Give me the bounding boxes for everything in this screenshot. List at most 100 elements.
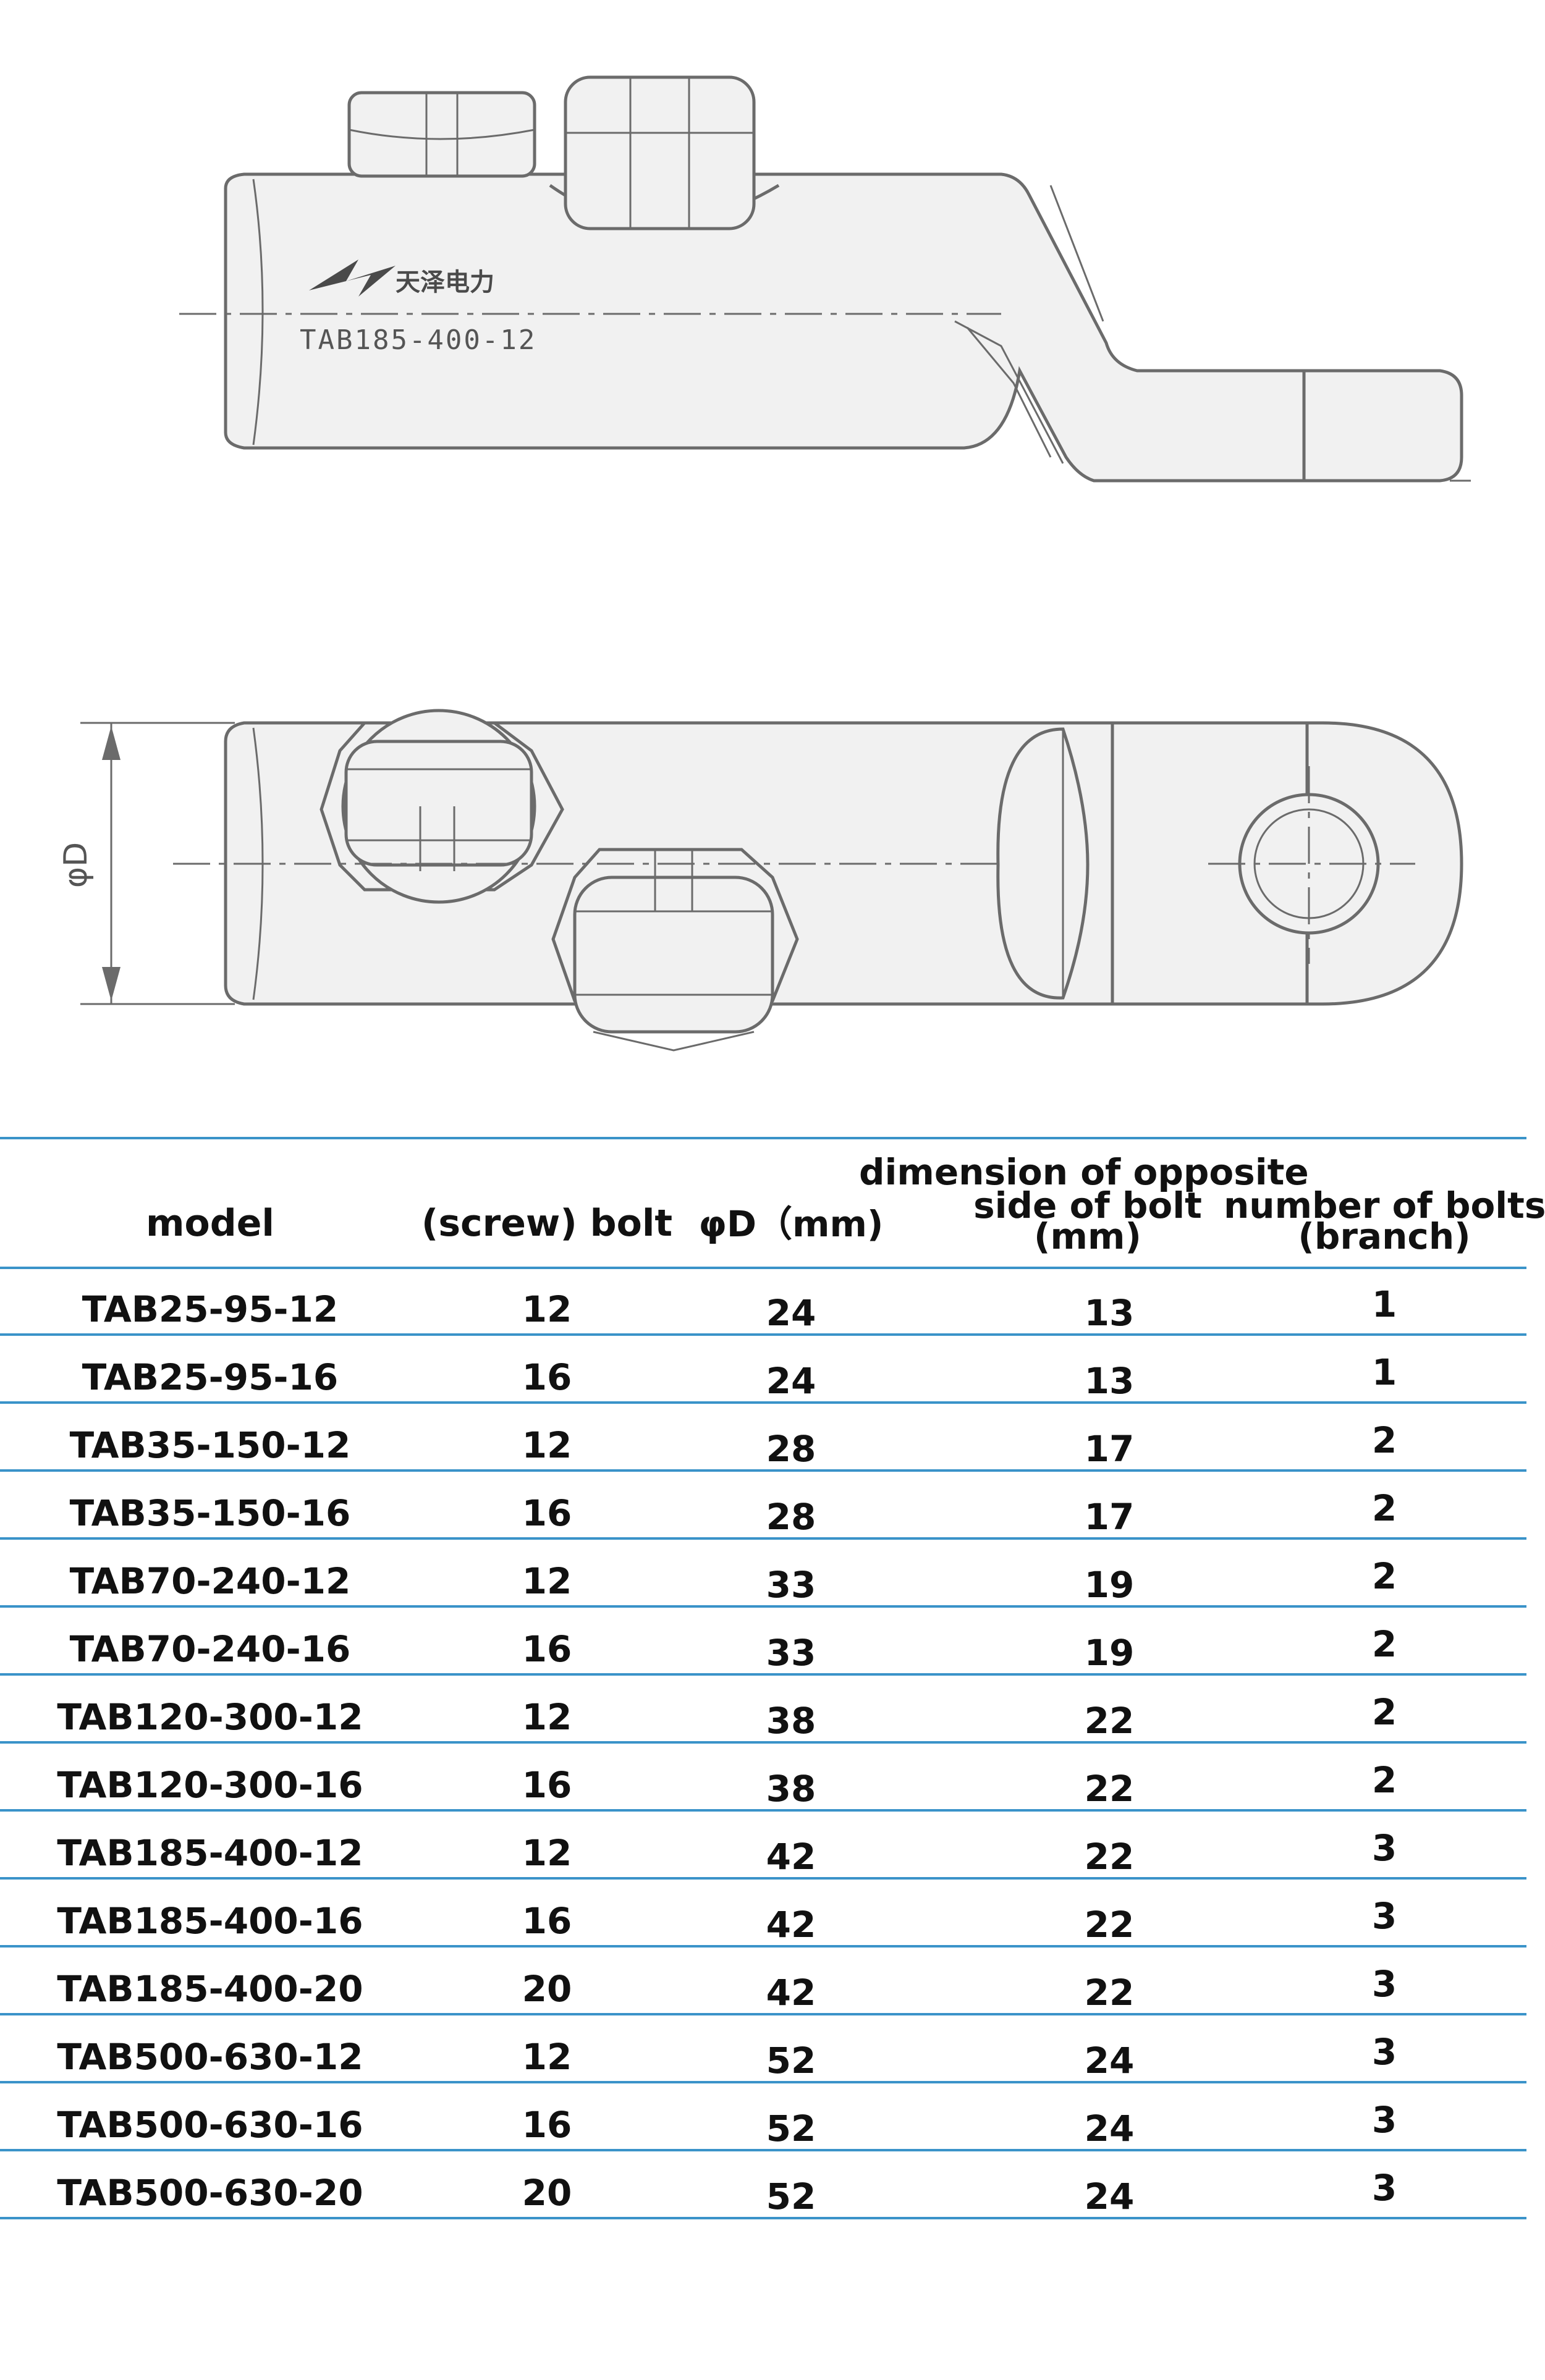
diameter-cell: 33 — [766, 1632, 816, 1674]
model-cell: TAB500-630-12 — [57, 2036, 363, 2078]
opposite-side-cell: 19 — [1084, 1564, 1135, 1606]
header-bolt: (screw) bolt — [421, 1202, 673, 1245]
header-diameter: φD（mm) — [698, 1203, 884, 1245]
lug-technical-drawing: .ln { stroke: #6b6b6b; stroke-width: 5; … — [57, 75, 1471, 1052]
opposite-side-cell: 24 — [1084, 2040, 1135, 2082]
row-rule — [0, 2013, 1526, 2015]
side-view-marking: TAB185-400-12 — [300, 324, 536, 356]
row-rule — [0, 1537, 1526, 1540]
model-cell: TAB25-95-16 — [82, 1356, 339, 1398]
table-row: TAB35-150-16 16 28 17 2 — [0, 1472, 1545, 1540]
opposite-side-cell: 24 — [1084, 2175, 1135, 2218]
table-row: TAB25-95-16 16 24 13 1 — [0, 1336, 1545, 1404]
bolt-cell: 12 — [522, 1288, 572, 1330]
table-row: TAB25-95-12 12 24 13 1 — [0, 1268, 1545, 1336]
row-rule — [0, 2149, 1526, 2151]
model-cell: TAB120-300-16 — [57, 1764, 363, 1806]
row-rule — [0, 1945, 1526, 1947]
bolt-count-cell: 3 — [1371, 1895, 1397, 1937]
table-top-rule — [0, 1137, 1526, 1139]
bolt-cell: 12 — [522, 1424, 572, 1466]
header-model: model — [146, 1202, 274, 1245]
model-cell: TAB185-400-16 — [57, 1900, 363, 1942]
model-cell: TAB120-300-12 — [57, 1696, 363, 1738]
top-bolt-head-2 — [551, 848, 799, 1052]
bolt-count-cell: 1 — [1371, 1283, 1397, 1325]
model-cell: TAB70-240-16 — [69, 1628, 351, 1670]
side-bolt-head-1 — [347, 91, 536, 178]
bolt-count-cell: 2 — [1371, 1487, 1397, 1529]
model-cell: TAB35-150-12 — [69, 1424, 351, 1466]
table-row: TAB70-240-16 16 33 19 2 — [0, 1608, 1545, 1676]
model-cell: TAB70-240-12 — [69, 1560, 351, 1602]
bolt-count-cell: 3 — [1371, 2167, 1397, 2209]
header-count-line2: (branch) — [1298, 1215, 1471, 1257]
model-cell: TAB25-95-12 — [82, 1288, 339, 1330]
bolt-count-cell: 2 — [1371, 1623, 1397, 1665]
bolt-count-cell: 3 — [1371, 1827, 1397, 1869]
row-rule — [0, 2081, 1526, 2083]
model-cell: TAB500-630-20 — [57, 2172, 363, 2214]
bolt-cell: 16 — [522, 1492, 572, 1534]
bolt-cell: 16 — [522, 1356, 572, 1398]
header-opposite-line3: (mm) — [1034, 1215, 1141, 1257]
diameter-cell: 42 — [766, 1972, 816, 2014]
diameter-cell: 52 — [766, 2040, 816, 2082]
side-bolt-head-2 — [564, 75, 756, 230]
opposite-side-cell: 22 — [1084, 1836, 1135, 1878]
row-rule — [0, 2217, 1526, 2219]
row-rule — [0, 1673, 1526, 1676]
opposite-side-cell: 17 — [1084, 1428, 1135, 1470]
header-opposite-line2: side of bolt — [973, 1184, 1202, 1226]
opposite-side-cell: 19 — [1084, 1632, 1135, 1674]
opposite-side-cell: 13 — [1084, 1360, 1135, 1402]
top-bolt-head-1 — [320, 709, 564, 904]
opposite-side-cell: 24 — [1084, 2108, 1135, 2150]
diameter-dimension-label: φD — [57, 842, 95, 888]
top-view: φD — [57, 709, 1463, 1052]
diameter-cell: 28 — [766, 1428, 816, 1470]
row-rule — [0, 1809, 1526, 1812]
diameter-cell: 24 — [766, 1292, 816, 1334]
model-cell: TAB35-150-16 — [69, 1492, 351, 1534]
bolt-cell: 12 — [522, 1696, 572, 1738]
bolt-count-cell: 2 — [1371, 1555, 1397, 1597]
diameter-cell: 28 — [766, 1496, 816, 1538]
bolt-count-cell: 3 — [1371, 2099, 1397, 2141]
bolt-cell: 16 — [522, 1900, 572, 1942]
row-rule — [0, 1877, 1526, 1880]
model-cell: TAB500-630-16 — [57, 2104, 363, 2146]
brand-mark: 天泽电力 — [396, 268, 494, 297]
row-rule — [0, 1741, 1526, 1744]
opposite-side-cell: 22 — [1084, 1904, 1135, 1946]
header-count-line1: number of bolts — [1224, 1184, 1545, 1226]
bolt-cell: 16 — [522, 1628, 572, 1670]
diameter-cell: 33 — [766, 1564, 816, 1606]
row-rule — [0, 1333, 1526, 1336]
header-rule — [0, 1267, 1526, 1269]
diameter-cell: 42 — [766, 1836, 816, 1878]
opposite-side-cell: 17 — [1084, 1496, 1135, 1538]
bolt-count-cell: 3 — [1371, 2031, 1397, 2073]
opposite-side-cell: 22 — [1084, 1972, 1135, 2014]
model-cell: TAB185-400-20 — [57, 1968, 363, 2010]
bolt-count-cell: 1 — [1371, 1351, 1397, 1393]
bolt-count-cell: 2 — [1371, 1691, 1397, 1733]
row-rule — [0, 1469, 1526, 1472]
diameter-cell: 24 — [766, 1360, 816, 1402]
diameter-cell: 38 — [766, 1768, 816, 1810]
row-rule — [0, 1401, 1526, 1404]
opposite-side-cell: 13 — [1084, 1292, 1135, 1334]
diameter-cell: 52 — [766, 2175, 816, 2218]
bolt-cell: 16 — [522, 2104, 572, 2146]
row-rule — [0, 1605, 1526, 1608]
